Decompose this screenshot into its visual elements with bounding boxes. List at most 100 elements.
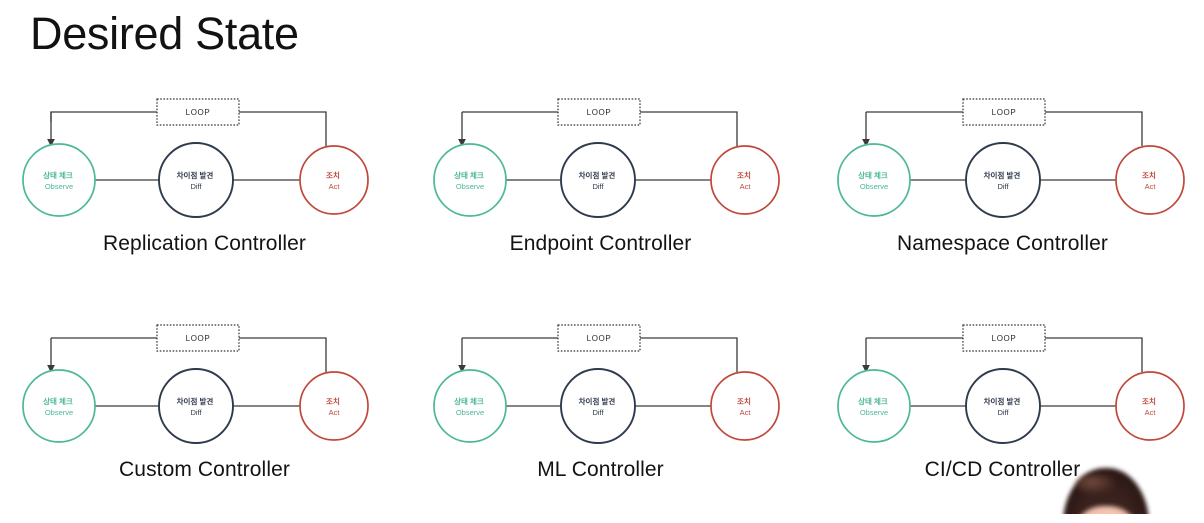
node-observe-label-en: Observe (45, 408, 73, 417)
svg-text:상태 체크 Observe: 상태 체크 Observe (454, 170, 486, 191)
node-diff-circle (560, 368, 636, 444)
node-diff-label-ko: 차이점 발견 (177, 170, 214, 180)
controller-loop-diagram: LOOP 상태 체크 Observe 차이점 발견 Diff 조치 Act (400, 92, 801, 252)
loop-label: LOOP (992, 108, 1017, 117)
diagram-caption: Namespace Controller (897, 232, 1108, 255)
node-diff-circle (965, 368, 1041, 444)
node-act-circle (1115, 145, 1185, 215)
svg-text:조치 Act: 조치 Act (1142, 170, 1158, 191)
node-diff-circle (158, 142, 234, 218)
svg-text:차이점 발견 Diff: 차이점 발견 Diff (984, 396, 1023, 417)
loop-label: LOOP (992, 334, 1017, 343)
node-observe-circle (433, 143, 507, 217)
loop-box (156, 324, 240, 352)
svg-text:상태 체크 Observe: 상태 체크 Observe (858, 396, 890, 417)
svg-text:상태 체크 Observe: 상태 체크 Observe (43, 396, 75, 417)
loop-box (962, 324, 1046, 352)
node-observe-label-ko: 상태 체크 (43, 396, 73, 406)
svg-text:조치 Act: 조치 Act (737, 170, 753, 191)
node-act-circle (299, 371, 369, 441)
node-act-label-ko: 조치 (737, 396, 751, 406)
node-diff-circle (965, 142, 1041, 218)
node-diff-label-en: Diff (592, 408, 604, 417)
node-diff-circle (158, 368, 234, 444)
node-observe-label-ko: 상태 체크 (454, 170, 484, 180)
loop-box (557, 98, 641, 126)
node-diff-label-ko: 차이점 발견 (579, 170, 616, 180)
node-act-label-en: Act (1145, 408, 1157, 417)
node-observe-label-en: Observe (45, 182, 73, 191)
diagram-caption: ML Controller (537, 458, 664, 481)
node-observe-label-ko: 상태 체크 (43, 170, 73, 180)
node-act-circle (1115, 371, 1185, 441)
diagram-card-namespace-controller: LOOP 상태 체크 Observe 차이점 발견 Diff 조치 Act (802, 92, 1203, 297)
svg-text:조치 Act: 조치 Act (1142, 396, 1158, 417)
node-act-label-ko: 조치 (1142, 396, 1156, 406)
diagram-card-cicd-controller: LOOP 상태 체크 Observe 차이점 발견 Diff 조치 Act (802, 318, 1203, 523)
node-diff-label-ko: 차이점 발견 (177, 396, 214, 406)
node-observe-label-ko: 상태 체크 (858, 396, 888, 406)
node-observe-circle (837, 143, 911, 217)
node-diff-label-en: Diff (592, 182, 604, 191)
diagram-caption: Replication Controller (103, 232, 306, 255)
svg-text:차이점 발견 Diff: 차이점 발견 Diff (579, 170, 618, 191)
loop-label: LOOP (587, 108, 612, 117)
svg-text:차이점 발견 Diff: 차이점 발견 Diff (177, 396, 216, 417)
node-act-label-en: Act (740, 408, 752, 417)
diagram-card-custom-controller: LOOP 상태 체크 Observe 차이점 발견 Diff 조치 Act (4, 318, 405, 523)
node-act-circle (299, 145, 369, 215)
node-observe-label-en: Observe (456, 182, 484, 191)
controller-diagram-grid: LOOP 상태 체크 Observe 차이점 발견 Diff 조치 Act (0, 92, 1204, 512)
svg-text:차이점 발견 Diff: 차이점 발견 Diff (579, 396, 618, 417)
controller-loop-diagram: LOOP 상태 체크 Observe 차이점 발견 Diff 조치 Act (802, 92, 1203, 252)
node-diff-label-ko: 차이점 발견 (984, 396, 1021, 406)
svg-text:차이점 발견 Diff: 차이점 발견 Diff (984, 170, 1023, 191)
node-observe-circle (433, 369, 507, 443)
node-act-label-en: Act (1145, 182, 1157, 191)
diagram-caption: Endpoint Controller (509, 232, 692, 255)
node-act-circle (710, 145, 780, 215)
node-diff-circle (560, 142, 636, 218)
loop-label: LOOP (587, 334, 612, 343)
diagram-caption: CI/CD Controller (924, 458, 1081, 481)
node-diff-label-ko: 차이점 발견 (984, 170, 1021, 180)
node-diff-label-en: Diff (997, 182, 1009, 191)
node-act-label-ko: 조치 (1142, 170, 1156, 180)
node-act-label-en: Act (329, 182, 341, 191)
node-observe-circle (837, 369, 911, 443)
node-act-label-ko: 조치 (326, 170, 340, 180)
node-observe-circle (22, 369, 96, 443)
node-observe-label-ko: 상태 체크 (454, 396, 484, 406)
svg-text:조치 Act: 조치 Act (737, 396, 753, 417)
svg-text:상태 체크 Observe: 상태 체크 Observe (454, 396, 486, 417)
controller-loop-diagram: LOOP 상태 체크 Observe 차이점 발견 Diff 조치 Act (400, 318, 801, 478)
node-observe-label-en: Observe (456, 408, 484, 417)
svg-text:차이점 발견 Diff: 차이점 발견 Diff (177, 170, 216, 191)
controller-loop-diagram: LOOP 상태 체크 Observe 차이점 발견 Diff 조치 Act (4, 318, 405, 478)
loop-box (557, 324, 641, 352)
svg-text:조치 Act: 조치 Act (326, 170, 342, 191)
node-observe-label-ko: 상태 체크 (858, 170, 888, 180)
node-observe-label-en: Observe (860, 182, 888, 191)
svg-text:상태 체크 Observe: 상태 체크 Observe (858, 170, 890, 191)
node-diff-label-ko: 차이점 발견 (579, 396, 616, 406)
node-diff-label-en: Diff (190, 182, 202, 191)
loop-connector-group (458, 111, 738, 184)
node-diff-label-en: Diff (997, 408, 1009, 417)
node-observe-circle (22, 143, 96, 217)
node-act-label-ko: 조치 (326, 396, 340, 406)
loop-label: LOOP (186, 334, 211, 343)
page-title: Desired State (30, 8, 299, 59)
diagram-card-endpoint-controller: LOOP 상태 체크 Observe 차이점 발견 Diff 조치 Act (400, 92, 801, 297)
controller-loop-diagram: LOOP 상태 체크 Observe 차이점 발견 Diff 조치 Act (4, 92, 405, 252)
loop-box (962, 98, 1046, 126)
node-act-label-en: Act (329, 408, 341, 417)
controller-loop-diagram: LOOP 상태 체크 Observe 차이점 발견 Diff 조치 Act (802, 318, 1203, 478)
node-act-label-en: Act (740, 182, 752, 191)
node-diff-label-en: Diff (190, 408, 202, 417)
diagram-caption: Custom Controller (119, 458, 290, 481)
svg-text:조치 Act: 조치 Act (326, 396, 342, 417)
loop-label: LOOP (186, 108, 211, 117)
node-observe-label-en: Observe (860, 408, 888, 417)
